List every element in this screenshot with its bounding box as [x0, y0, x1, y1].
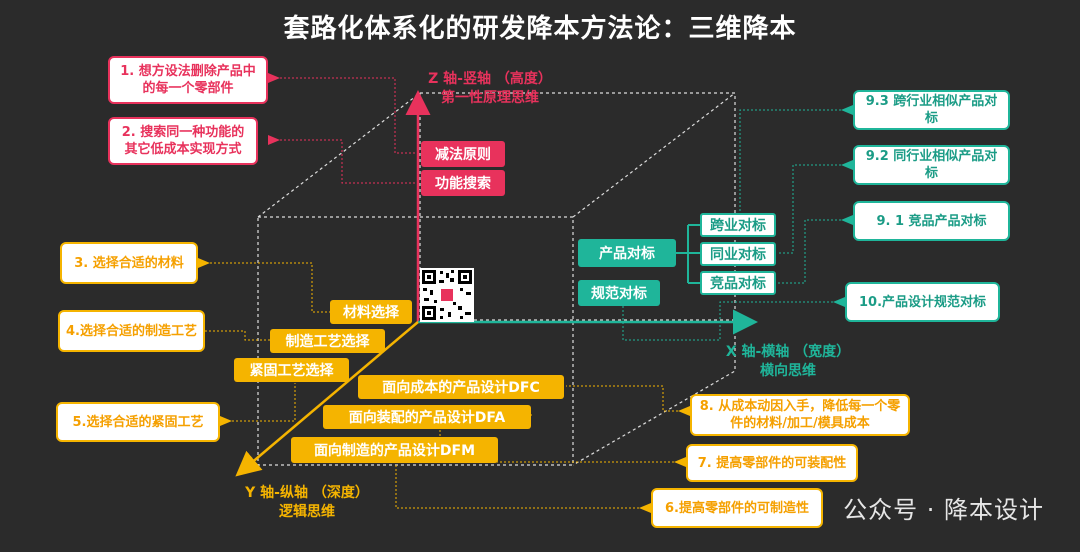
diagram-title: 套路化体系化的研发降本方法论：三维降本 — [283, 14, 797, 44]
tag-competitor-benchmark: 竞品对标 — [700, 271, 776, 295]
z-axis-label: Z 轴-竖轴 （高度） 第一性原理思维 — [405, 70, 575, 108]
tag-same-industry-benchmark: 同业对标 — [700, 242, 776, 266]
note-material: 3. 选择合适的材料 — [60, 242, 198, 284]
tag-spec-benchmark: 规范对标 — [578, 280, 660, 306]
note-same-industry: 9.2 同行业相似产品对标 — [853, 145, 1010, 185]
qr-code — [420, 268, 474, 322]
y-axis-line — [235, 321, 419, 477]
tag-cross-industry-benchmark: 跨业对标 — [700, 213, 776, 237]
note-design-spec: 10.产品设计规范对标 — [845, 282, 1000, 322]
note-cost-drivers: 8. 从成本动因入手，降低每一个零件的材料/加工/模具成本 — [690, 394, 910, 436]
tag-function-search: 功能搜索 — [421, 170, 505, 196]
tag-subtraction-principle: 减法原则 — [421, 141, 505, 167]
y-axis-label: Y 轴-纵轴 （深度） 逻辑思维 — [222, 484, 392, 522]
z-axis-thinking: 第一性原理思维 — [441, 90, 539, 106]
watermark-text: 公众号 · 降本设计 — [843, 496, 1044, 524]
z-axis-name: Z 轴-竖轴 （高度） — [428, 71, 552, 87]
tag-material-selection: 材料选择 — [330, 300, 412, 324]
tag-dfm: 面向制造的产品设计DFM — [291, 437, 498, 463]
x-axis-name: X 轴-横轴 （宽度） — [725, 344, 851, 360]
note-low-cost-alternatives: 2. 搜索同一种功能的其它低成本实现方式 — [108, 117, 258, 165]
note-cross-industry: 9.3 跨行业相似产品对标 — [853, 90, 1010, 130]
note-manufacturing-process: 4.选择合适的制造工艺 — [58, 310, 205, 352]
tag-fastening-process-selection: 紧固工艺选择 — [234, 358, 349, 382]
y-axis-thinking: 逻辑思维 — [279, 504, 335, 520]
note-fastening-process: 5.选择合适的紧固工艺 — [56, 402, 220, 442]
tag-product-benchmark: 产品对标 — [578, 239, 676, 267]
note-manufacturability: 6.提高零部件的可制造性 — [651, 488, 823, 528]
note-delete-parts: 1. 想方设法删除产品中的每一个零部件 — [108, 56, 268, 104]
x-axis-label: X 轴-横轴 （宽度） 横向思维 — [703, 343, 873, 381]
note-assemblability: 7. 提高零部件的可装配性 — [686, 444, 858, 482]
cube-outline — [257, 92, 736, 466]
note-competitor: 9. 1 竞品产品对标 — [853, 201, 1010, 241]
tag-dfc: 面向成本的产品设计DFC — [358, 375, 564, 399]
tag-manufacturing-process-selection: 制造工艺选择 — [270, 329, 385, 353]
x-axis-thinking: 横向思维 — [760, 363, 816, 379]
tag-dfa: 面向装配的产品设计DFA — [323, 405, 531, 429]
y-axis-name: Y 轴-纵轴 （深度） — [245, 485, 369, 501]
